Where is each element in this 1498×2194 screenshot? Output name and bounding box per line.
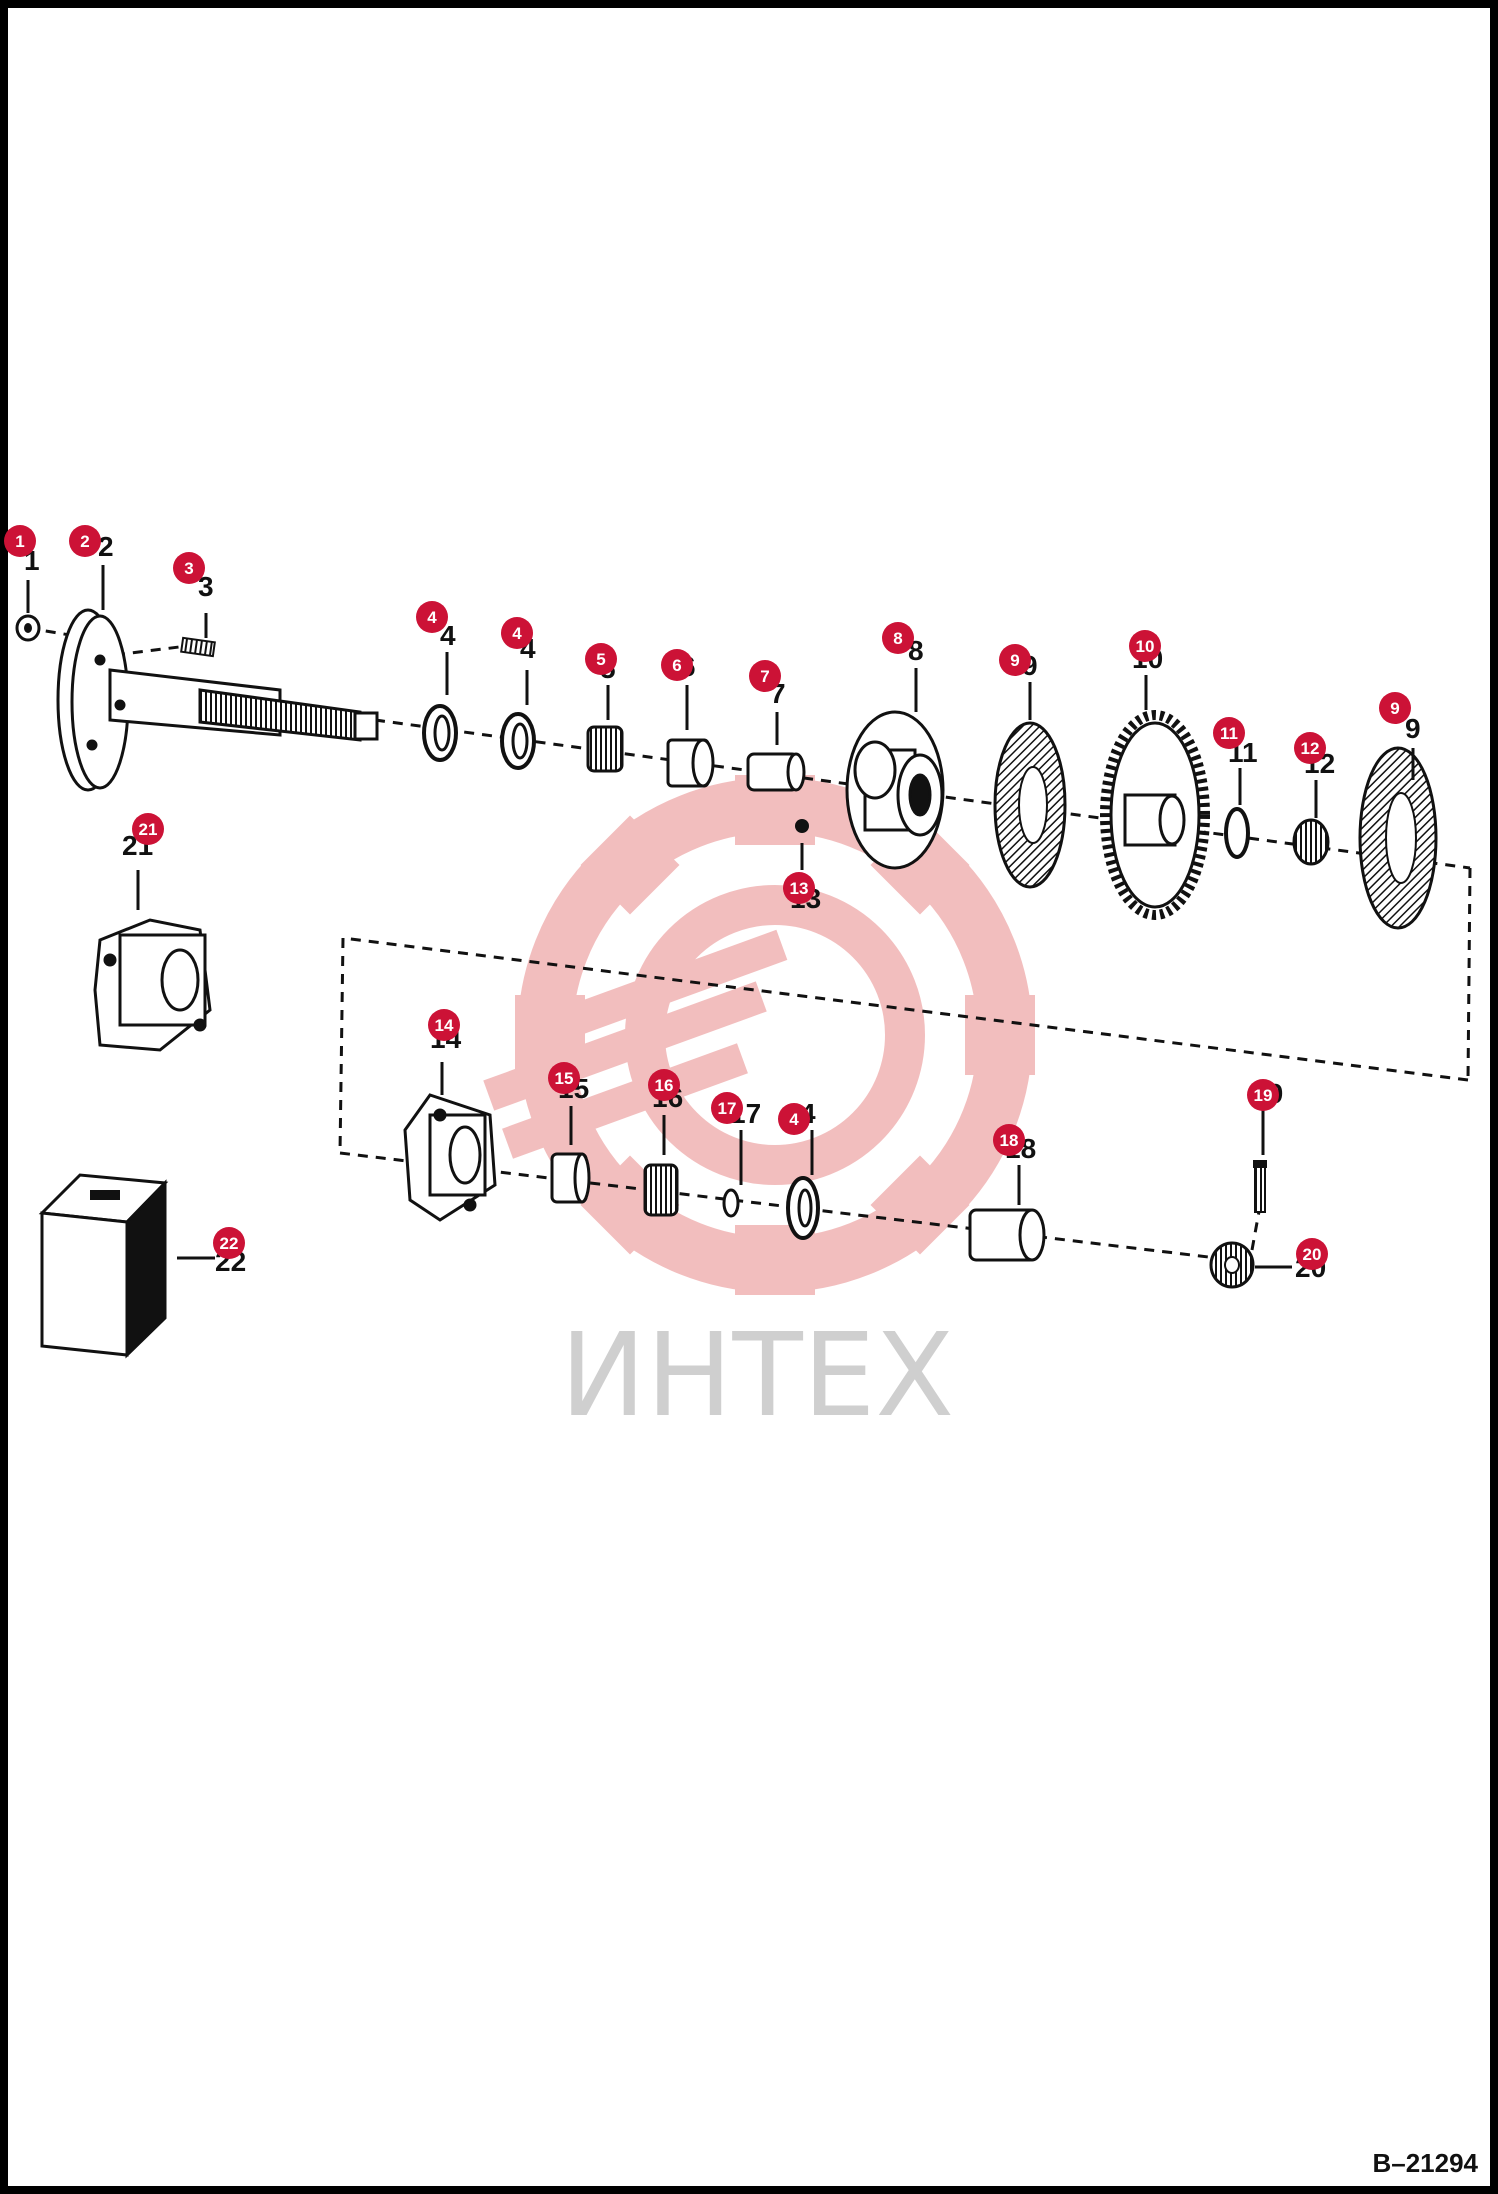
svg-text:14: 14: [435, 1016, 454, 1035]
svg-text:9: 9: [1010, 651, 1019, 670]
part-7-spacer: [746, 752, 806, 792]
svg-text:8: 8: [893, 629, 902, 648]
part-13-ball: [795, 819, 809, 833]
svg-text:16: 16: [655, 1076, 674, 1095]
svg-text:9: 9: [1390, 699, 1399, 718]
callout-badge[interactable]: 4: [501, 617, 533, 649]
svg-text:4: 4: [789, 1110, 799, 1129]
part-5-bearing-cone: [586, 725, 624, 773]
svg-text:7: 7: [760, 667, 769, 686]
part-9-friction-disc-b: [1358, 746, 1438, 930]
part-8-hub: [845, 710, 945, 870]
svg-text:15: 15: [555, 1069, 574, 1088]
svg-text:5: 5: [596, 650, 605, 669]
part-18-spacer-tube: [968, 1208, 1046, 1262]
leader-lines: [26, 565, 1415, 1269]
callout-badge[interactable]: 1: [4, 525, 36, 557]
callout-badge[interactable]: 16: [648, 1069, 680, 1101]
part-2-axle-shaft: [56, 608, 379, 792]
callout-badge[interactable]: 12: [1294, 732, 1326, 764]
part-20-nut: [1209, 1241, 1255, 1289]
figure-id: B–21294: [1372, 2148, 1478, 2178]
part-number: 4: [440, 620, 456, 651]
callout-badge[interactable]: 7: [749, 660, 781, 692]
callout-badge[interactable]: 8: [882, 622, 914, 654]
part-1-nut: [15, 614, 41, 642]
part-4-seal-c: [786, 1176, 820, 1240]
callout-badge[interactable]: 20: [1296, 1238, 1328, 1270]
part-9-friction-disc-a: [993, 721, 1067, 889]
callout-badge[interactable]: 6: [661, 649, 693, 681]
part-19-bolt: [1253, 1160, 1267, 1213]
callout-badge[interactable]: 5: [585, 643, 617, 675]
part-22-kit-box: [38, 1173, 169, 1359]
printed-part-numbers: 1 2 3 4 4 5 6 7 8 9 10 11 12 9 13 21 14 …: [24, 531, 1421, 1283]
part-4-seal-b: [500, 712, 536, 770]
watermark-text: ИНТЕХ: [560, 1309, 954, 1443]
part-15-bearing-cup: [550, 1152, 591, 1204]
part-4-seal-a: [422, 704, 458, 762]
svg-text:4: 4: [512, 624, 522, 643]
callout-badge[interactable]: 15: [548, 1062, 580, 1094]
part-17-o-ring: [722, 1188, 740, 1218]
svg-text:19: 19: [1254, 1086, 1273, 1105]
svg-text:12: 12: [1301, 739, 1320, 758]
callout-badge[interactable]: 21: [132, 813, 164, 845]
part-3-wheel-stud: [180, 636, 216, 658]
callout-badge[interactable]: 18: [993, 1124, 1025, 1156]
part-number: 3: [198, 571, 214, 602]
part-number: 9: [1405, 713, 1421, 744]
part-14-flange-housing: [403, 1093, 497, 1222]
callout-badge[interactable]: 13: [783, 872, 815, 904]
part-6-bearing-cup: [666, 738, 715, 788]
svg-text:20: 20: [1303, 1245, 1322, 1264]
svg-text:21: 21: [139, 820, 158, 839]
callout-badge[interactable]: 9: [1379, 692, 1411, 724]
svg-text:13: 13: [790, 879, 809, 898]
part-16-bearing-cone: [643, 1163, 679, 1217]
svg-text:2: 2: [80, 532, 89, 551]
callout-badge[interactable]: 19: [1247, 1079, 1279, 1111]
callout-badge[interactable]: 17: [711, 1092, 743, 1124]
callout-badge[interactable]: 14: [428, 1009, 460, 1041]
part-21-housing: [93, 918, 212, 1052]
svg-text:17: 17: [718, 1099, 737, 1118]
callout-badge[interactable]: 4: [416, 601, 448, 633]
svg-text:3: 3: [184, 559, 193, 578]
callout-badge[interactable]: 10: [1129, 630, 1161, 662]
callout-badge[interactable]: 4: [778, 1103, 810, 1135]
callout-badges: 1 2 3 4 4 5 6 7 8 9 10 11 12 9 13 21 14 …: [4, 525, 1411, 1270]
svg-text:18: 18: [1000, 1131, 1019, 1150]
callout-badge[interactable]: 2: [69, 525, 101, 557]
svg-text:6: 6: [672, 656, 681, 675]
callout-badge[interactable]: 9: [999, 644, 1031, 676]
part-10-sprocket: [1100, 710, 1210, 920]
svg-text:4: 4: [427, 608, 437, 627]
callout-badge[interactable]: 3: [173, 552, 205, 584]
part-12-nut: [1292, 818, 1330, 866]
callout-badge[interactable]: 22: [213, 1227, 245, 1259]
part-number: 2: [98, 531, 114, 562]
callout-badge[interactable]: 11: [1213, 717, 1245, 749]
svg-text:22: 22: [220, 1234, 239, 1253]
svg-text:11: 11: [1220, 724, 1238, 743]
svg-text:1: 1: [15, 532, 24, 551]
watermark-logo: [483, 775, 1035, 1295]
part-11-washer: [1224, 807, 1250, 859]
svg-text:10: 10: [1136, 637, 1155, 656]
